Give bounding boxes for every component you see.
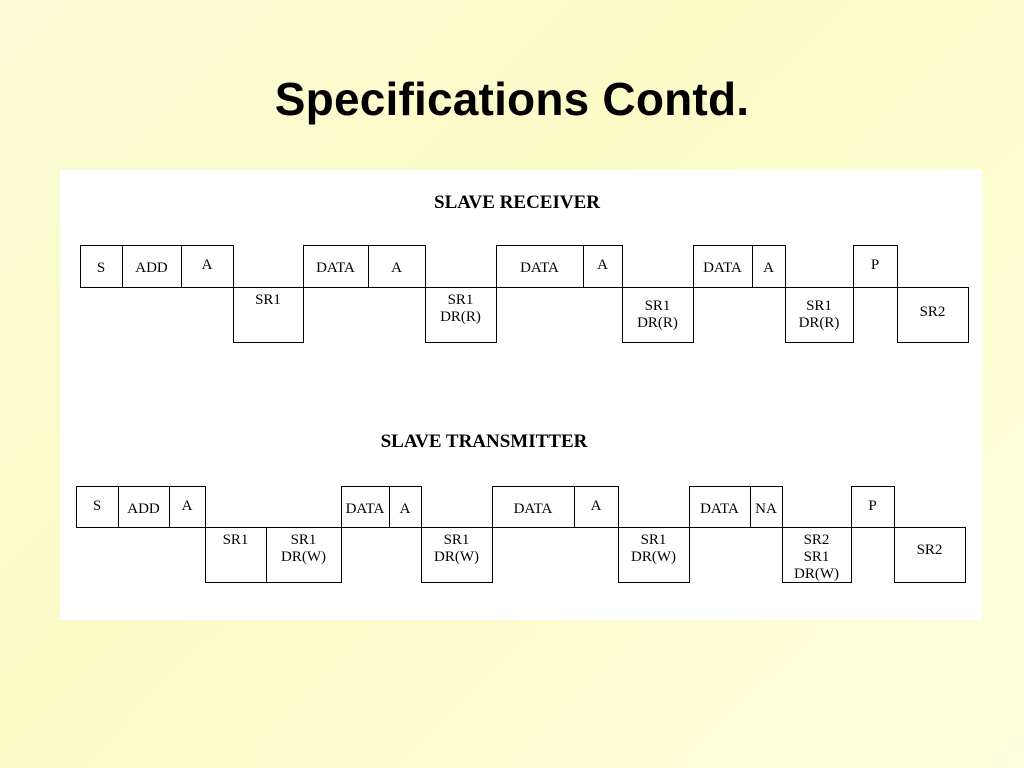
receiver-top-label: DATA	[703, 260, 742, 276]
transmitter-bottom-label: DR(W)	[281, 549, 326, 565]
transmitter-bottom-cell: SR1	[205, 527, 267, 583]
transmitter-title: SLAVE TRANSMITTER	[381, 431, 588, 452]
receiver-bottom-box	[233, 287, 304, 343]
receiver-top-box	[368, 245, 426, 288]
transmitter-bottom-box	[782, 527, 852, 583]
transmitter-top-cell: DATA	[689, 486, 751, 528]
transmitter-bottom-box	[266, 527, 342, 583]
receiver-top-cell: A	[368, 245, 426, 288]
receiver-top-label: A	[597, 257, 608, 273]
receiver-bottom-cell: SR2	[897, 287, 969, 343]
receiver-top-cell: DATA	[496, 245, 584, 288]
transmitter-top-cell: DATA	[492, 486, 575, 528]
transmitter-bottom-label: SR1	[291, 532, 317, 548]
transmitter-top-label: DATA	[346, 501, 385, 517]
transmitter-bottom-label: SR1	[444, 532, 470, 548]
receiver-top-cell: ADD	[122, 245, 182, 288]
receiver-top-label: A	[202, 257, 213, 273]
transmitter-top-cell: A	[169, 486, 206, 528]
receiver-top-label: DATA	[316, 260, 355, 276]
receiver-top-cell: DATA	[303, 245, 369, 288]
transmitter-bottom-label: SR1	[641, 532, 667, 548]
transmitter-bottom-box	[618, 527, 690, 583]
transmitter-bottom-label: SR2	[804, 532, 830, 548]
receiver-top-cell: A	[583, 245, 623, 288]
receiver-top-box	[853, 245, 898, 288]
transmitter-top-label: A	[591, 498, 602, 514]
transmitter-top-label: NA	[755, 501, 777, 517]
transmitter-top-box	[169, 486, 206, 528]
slide-title: Specifications Contd.	[274, 73, 750, 125]
receiver-top-label: A	[763, 260, 774, 276]
receiver-bottom-label: SR1	[806, 298, 832, 314]
transmitter-bottom-label: DR(W)	[794, 566, 839, 582]
receiver-top-label: S	[97, 260, 105, 276]
receiver-top-box	[583, 245, 623, 288]
receiver-bottom-box	[785, 287, 854, 343]
transmitter-top-cell: A	[574, 486, 619, 528]
transmitter-bottom-cell: SR2	[894, 527, 966, 583]
transmitter-top-cell: ADD	[118, 486, 170, 528]
receiver-bottom-cell: SR1	[233, 287, 304, 343]
transmitter-bottom-label: SR1	[804, 549, 830, 565]
receiver-bottom-box	[897, 287, 969, 343]
transmitter-top-label: S	[93, 498, 101, 514]
transmitter-top-cell: DATA	[341, 486, 390, 528]
receiver-bottom-box	[425, 287, 497, 343]
transmitter-top-label: ADD	[127, 501, 160, 517]
transmitter-top-box	[750, 486, 783, 528]
transmitter-bottom-label: SR2	[917, 542, 943, 558]
transmitter-top-label: P	[868, 498, 876, 514]
receiver-bottom-label: SR1	[255, 292, 281, 308]
transmitter-top-cell: P	[851, 486, 895, 528]
receiver-top-cell: P	[853, 245, 898, 288]
receiver-bottom-label: SR2	[920, 304, 946, 320]
receiver-top-box	[181, 245, 234, 288]
receiver-bottom-label: DR(R)	[799, 315, 840, 331]
receiver-top-cell: A	[181, 245, 234, 288]
receiver-title: SLAVE RECEIVER	[434, 192, 600, 213]
transmitter-top-cell: A	[389, 486, 422, 528]
transmitter-top-box	[389, 486, 422, 528]
transmitter-top-label: A	[400, 501, 411, 517]
receiver-top-cell: A	[752, 245, 786, 288]
receiver-bottom-label: SR1	[448, 292, 474, 308]
receiver-bottom-label: DR(R)	[637, 315, 678, 331]
transmitter-top-box	[574, 486, 619, 528]
transmitter-bottom-box	[421, 527, 493, 583]
transmitter-top-cell: NA	[750, 486, 783, 528]
receiver-bottom-label: DR(R)	[440, 309, 481, 325]
receiver-top-label: DATA	[520, 260, 559, 276]
receiver-bottom-box	[622, 287, 694, 343]
transmitter-bottom-label: DR(W)	[631, 549, 676, 565]
receiver-top-label: ADD	[135, 260, 168, 276]
transmitter-bottom-box	[894, 527, 966, 583]
receiver-top-label: A	[391, 260, 402, 276]
transmitter-top-label: DATA	[514, 501, 553, 517]
receiver-top-cell: DATA	[693, 245, 753, 288]
transmitter-bottom-label: DR(W)	[434, 549, 479, 565]
receiver-top-box	[752, 245, 786, 288]
transmitter-top-cell: S	[76, 486, 119, 528]
receiver-top-label: P	[871, 257, 879, 273]
transmitter-top-label: DATA	[700, 501, 739, 517]
transmitter-top-label: A	[182, 498, 193, 514]
transmitter-bottom-label: SR1	[223, 532, 249, 548]
receiver-bottom-label: SR1	[645, 298, 671, 314]
transmitter-top-box	[851, 486, 895, 528]
receiver-top-cell: S	[80, 245, 123, 288]
